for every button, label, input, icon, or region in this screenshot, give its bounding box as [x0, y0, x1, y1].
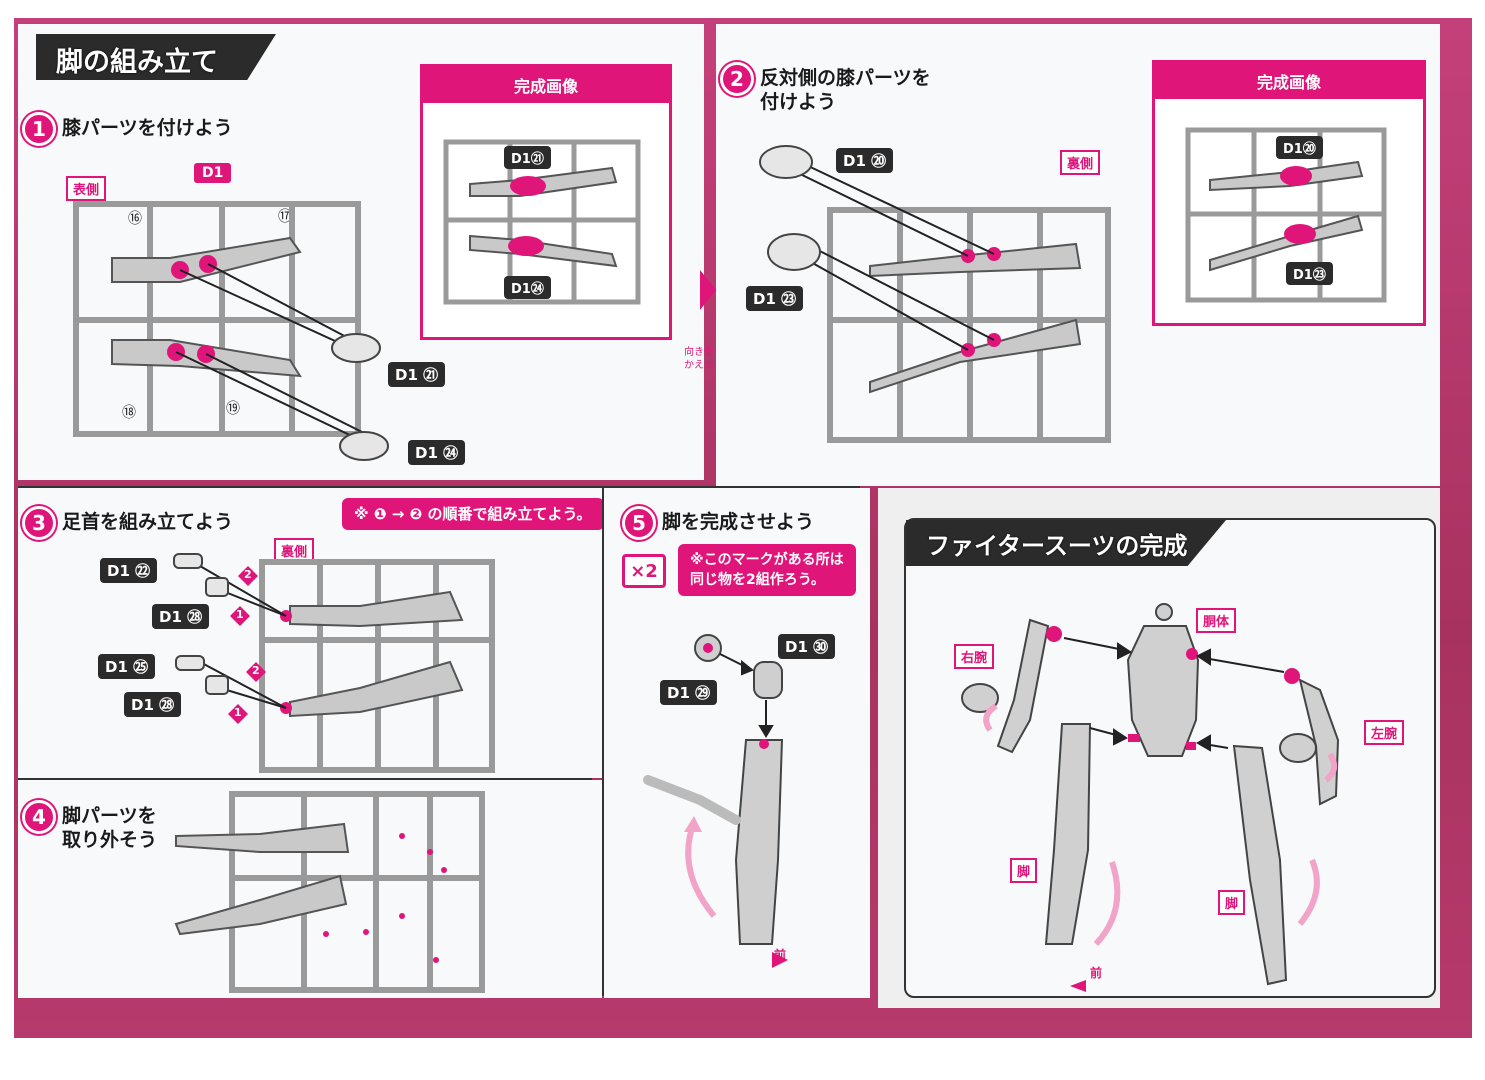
front-label-suit: 前 — [1090, 966, 1103, 980]
part-tag-d1-20: D1 ⑳ — [836, 148, 894, 173]
step-title: 反対側の膝パーツを 付けよう — [760, 62, 931, 114]
x2-note: ※このマークがある所は 同じ物を2組作ろう。 — [678, 544, 856, 596]
step-title-line2: 取り外そう — [62, 829, 158, 851]
side-label-front: 表側 — [66, 176, 107, 201]
step-1: 1 膝パーツを付けよう — [22, 112, 233, 146]
label-left-arm: 左腕 — [1364, 720, 1405, 745]
step-title: 脚を完成させよう — [662, 511, 815, 533]
turn-note-line1: 向きを — [684, 347, 714, 358]
step-4: 4 脚パーツを 取り外そう — [22, 800, 157, 852]
part-number-18: ⑱ — [122, 405, 136, 421]
divider — [602, 488, 604, 996]
label-right-arm: 右腕 — [954, 644, 995, 669]
order-note: ※ ❶ → ❷ の順番で組み立てよう。 — [342, 498, 604, 530]
order-marker-2a: 2 — [244, 568, 252, 581]
turn-note: 向きを かえます。 — [684, 346, 733, 372]
part-tag-d1-21: D1 ㉑ — [388, 362, 446, 387]
step-number: 5 — [622, 506, 656, 540]
order-marker-1a: 1 — [236, 608, 244, 621]
section-title-leg: 脚の組み立て — [36, 34, 276, 80]
complete-image-title: 完成画像 — [423, 67, 669, 103]
panel-suit — [904, 518, 1436, 998]
complete-image-title: 完成画像 — [1155, 63, 1423, 99]
part-number-19: ⑲ — [226, 401, 240, 417]
part-tag-d1-23: D1 ㉓ — [746, 286, 804, 311]
part-tag-complete-d1-21: D1㉑ — [504, 146, 551, 169]
part-tag-d1-28b: D1 ㉘ — [124, 692, 182, 717]
side-label-back: 裏側 — [274, 538, 315, 563]
part-number-16: ⑯ — [128, 211, 142, 227]
part-tag-d1-24: D1 ㉔ — [408, 440, 466, 465]
turn-note-line2: かえます。 — [684, 360, 733, 371]
order-marker-1b: 1 — [234, 706, 242, 719]
divider — [18, 778, 592, 780]
step-2: 2 反対側の膝パーツを 付けよう — [720, 62, 931, 114]
step-number: 2 — [720, 62, 754, 96]
step-title-line1: 脚パーツを — [62, 805, 157, 827]
step-number: 4 — [22, 800, 56, 834]
label-torso: 胴体 — [1196, 608, 1237, 633]
side-label-back: 裏側 — [1060, 150, 1101, 175]
part-tag-d1-30: D1 ㉚ — [778, 634, 836, 659]
step-title-line1: 反対側の膝パーツを — [760, 67, 931, 89]
front-label: 前 — [774, 948, 787, 962]
runner-label: D1 — [194, 163, 232, 183]
part-tag-d1-25: D1 ㉕ — [98, 654, 156, 679]
part-tag-d1-29: D1 ㉙ — [660, 680, 718, 705]
part-number-17: ⑰ — [278, 209, 292, 225]
part-tag-complete-d1-24: D1㉔ — [504, 276, 551, 299]
step-title-line2: 付けよう — [760, 91, 837, 113]
step-3: 3 足首を組み立てよう — [22, 506, 233, 540]
step-title: 脚パーツを 取り外そう — [62, 800, 157, 852]
step-number: 1 — [22, 112, 56, 146]
label-leg-1: 脚 — [1010, 858, 1038, 883]
label-leg-2: 脚 — [1218, 890, 1246, 915]
order-marker-2b: 2 — [252, 664, 260, 677]
part-tag-d1-28a: D1 ㉘ — [152, 604, 210, 629]
step-title: 膝パーツを付けよう — [62, 117, 233, 139]
step-5: 5 脚を完成させよう — [622, 506, 814, 540]
x2-mark: ×2 — [622, 554, 666, 588]
section-title-suit: ファイタースーツの完成 — [906, 520, 1226, 566]
step-number: 3 — [22, 506, 56, 540]
x2-note-line1: ※このマークがある所は — [690, 552, 844, 568]
panel-step3 — [18, 488, 602, 778]
part-tag-d1-22: D1 ㉒ — [100, 558, 158, 583]
complete-image-box-1: 完成画像 — [420, 64, 672, 340]
divider — [18, 486, 860, 488]
part-tag-complete-d1-23: D1㉓ — [1286, 262, 1333, 285]
step-title: 足首を組み立てよう — [62, 511, 234, 533]
part-tag-complete-d1-20: D1⑳ — [1276, 136, 1323, 159]
x2-note-line2: 同じ物を2組作ろう。 — [690, 572, 825, 588]
